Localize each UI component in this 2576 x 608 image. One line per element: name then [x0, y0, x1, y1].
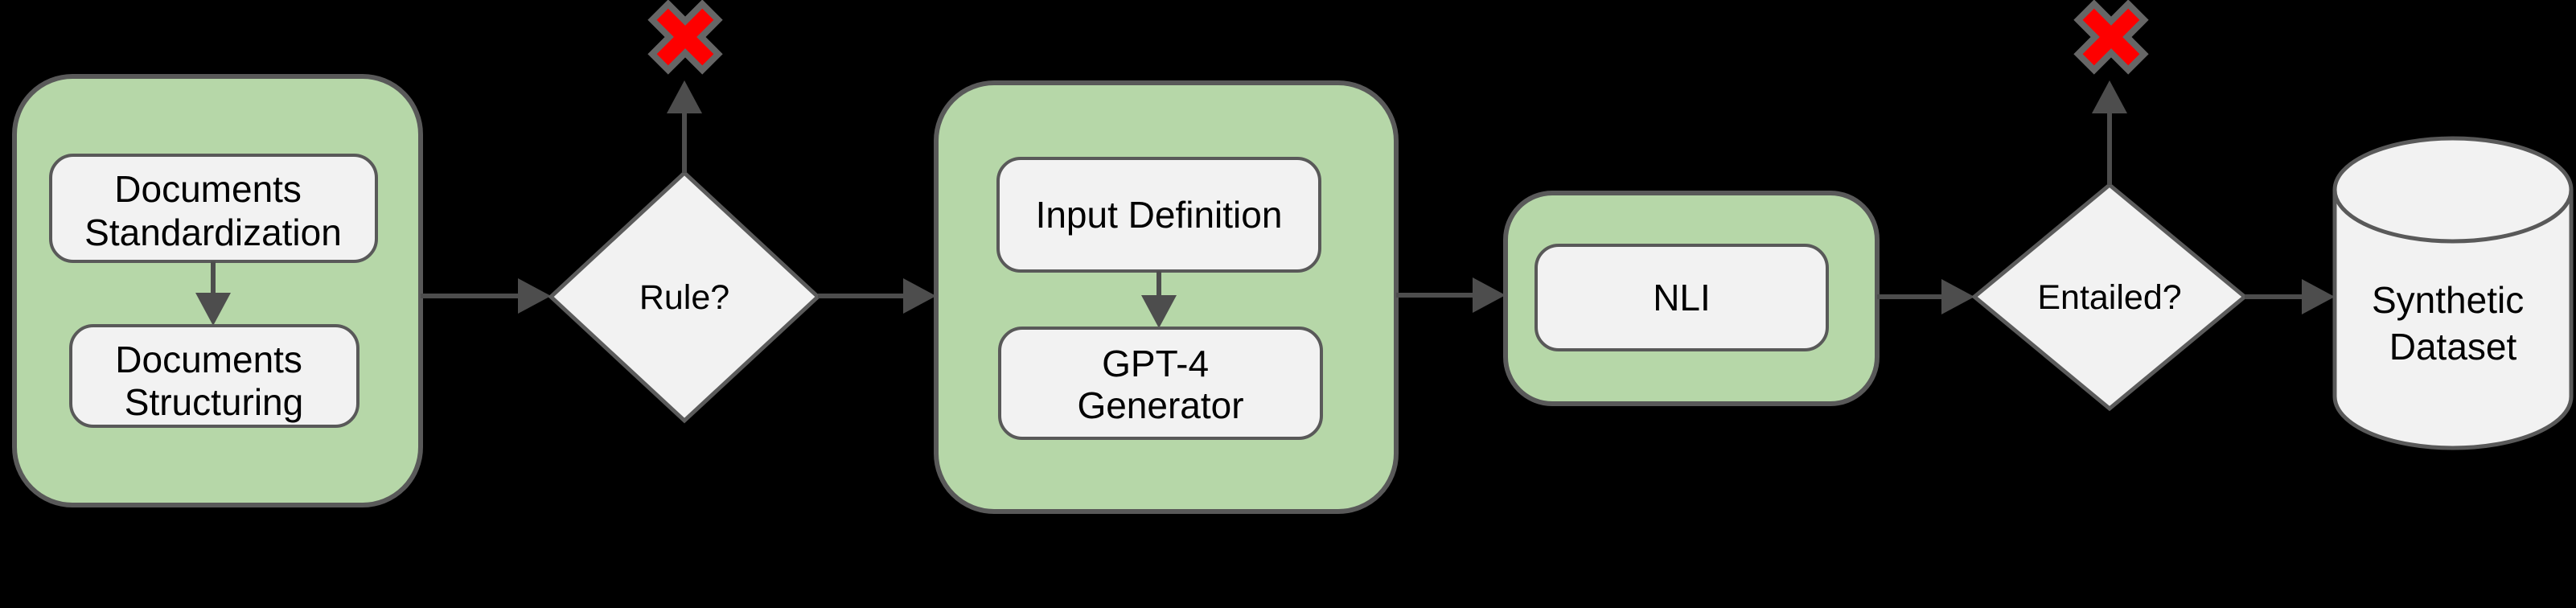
entailed-decision: Entailed? [1971, 182, 2248, 412]
arrow-head [667, 80, 702, 113]
synthetic-dataset-label: Synthetic Dataset [2372, 279, 2534, 368]
synthetic-dataset: Synthetic Dataset [2332, 136, 2574, 450]
connector-entailed-to-dataset [2245, 279, 2335, 314]
connector-nli-to-entailed [1877, 279, 1974, 314]
generation-group: Input Definition GPT-4 Generator [934, 80, 1399, 514]
entailed-decision-label: Entailed? [2037, 278, 2181, 317]
arrow-head [195, 293, 231, 326]
arrow-head [1473, 277, 1506, 313]
entailed-reject-arrow [2092, 80, 2127, 185]
arrow-head [2302, 279, 2335, 314]
entailed-decision-diamond [1971, 182, 2248, 412]
connector-generation-to-nli [1396, 277, 1506, 313]
documents-structuring-label: Documents Structuring [115, 339, 312, 423]
synthetic-dataset-cylinder [2332, 136, 2574, 450]
rule-decision: Rule? [548, 170, 821, 424]
rule-reject-arrow [667, 80, 702, 173]
documents-group-container [12, 74, 423, 507]
documents-group: Documents Standardization Documents Stru… [12, 74, 423, 507]
nli-group: NLI [1503, 191, 1880, 406]
documents-structuring-node [69, 324, 359, 428]
arrow-head [518, 278, 551, 314]
nli-label: NLI [1653, 277, 1711, 318]
arrow-head [1141, 295, 1177, 328]
nli-node [1535, 244, 1829, 351]
arrow-head [1941, 279, 1974, 314]
documents-internal-arrow [195, 261, 231, 326]
rule-decision-diamond [548, 170, 821, 424]
rule-decision-label: Rule? [639, 278, 729, 317]
entailed-reject-x-icon [2073, 0, 2149, 75]
gpt4-generator-node [998, 327, 1323, 440]
connector-rule-to-generation [818, 278, 936, 314]
gpt4-generator-label: GPT-4 Generator [1077, 343, 1243, 426]
input-definition-label: Input Definition [1036, 194, 1283, 236]
rule-reject-x-icon [647, 0, 723, 75]
generation-internal-arrow [1141, 271, 1177, 328]
documents-standardization-label: Documents Standardization [84, 168, 342, 253]
synthetic-dataset-cylinder-lid [2332, 189, 2574, 244]
arrow-head [2092, 80, 2127, 113]
arrow-head [903, 278, 936, 314]
connector-documents-to-rule [421, 278, 551, 314]
